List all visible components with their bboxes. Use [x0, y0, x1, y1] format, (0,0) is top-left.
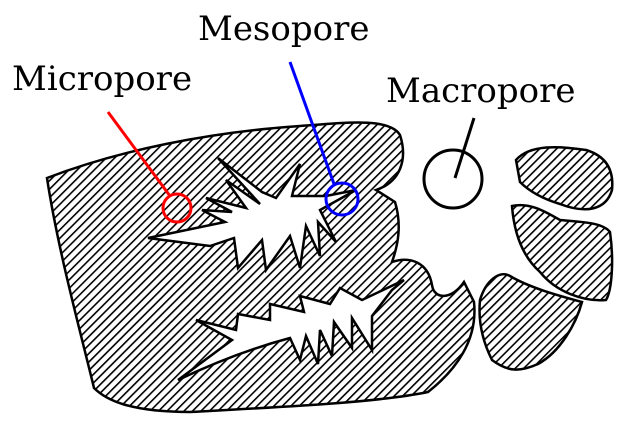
macropore-circle — [424, 150, 482, 208]
micropore-label: Micropore — [12, 62, 192, 96]
macropore-label: Macropore — [386, 74, 575, 108]
mesopore-label: Mesopore — [198, 12, 369, 46]
solid-particle-right-upper — [516, 147, 612, 209]
solid-particle-main — [47, 123, 474, 412]
macropore-leader-line — [455, 118, 474, 178]
